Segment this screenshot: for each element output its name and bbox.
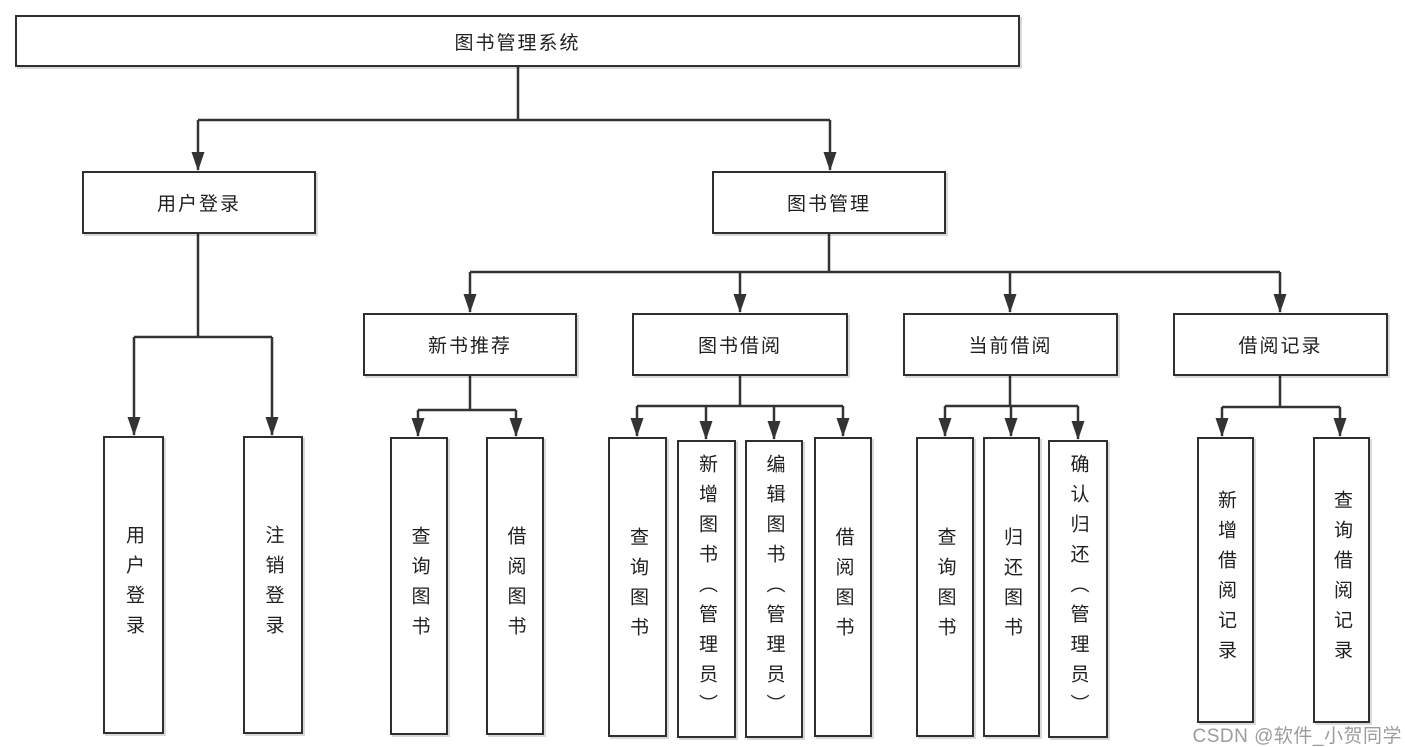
node-library-management-system: 图书管理系统 xyxy=(15,15,1020,67)
node-label: 查询借阅记录 xyxy=(1331,490,1352,670)
node-query-books-recommend: 查询图书 xyxy=(390,437,448,735)
node-borrow-books-leaf: 借阅图书 xyxy=(814,437,872,737)
node-borrow-records: 借阅记录 xyxy=(1173,313,1388,376)
edges-book-management xyxy=(463,234,1287,313)
edges-current-borrowing xyxy=(938,376,1085,440)
node-query-books-current: 查询图书 xyxy=(916,437,974,737)
edges-book-borrowing xyxy=(630,376,850,440)
edges-root xyxy=(191,67,837,171)
edges-borrow-records xyxy=(1215,376,1347,437)
node-label: 确认归还（管理员） xyxy=(1067,454,1089,724)
node-new-book-recommend: 新书推荐 xyxy=(363,313,577,376)
node-label: 借阅图书 xyxy=(832,527,854,647)
node-add-book-admin: 新增图书（管理员） xyxy=(677,440,736,738)
node-add-borrow-record: 新增借阅记录 xyxy=(1197,437,1254,723)
node-book-management: 图书管理 xyxy=(712,171,946,234)
node-logout: 注销登录 xyxy=(243,436,303,734)
edges-user-login xyxy=(127,234,279,436)
csdn-watermark: CSDN @软件_小贺同学 xyxy=(1192,726,1402,747)
node-label: 新增借阅记录 xyxy=(1215,490,1236,670)
node-label: 用户登录 xyxy=(123,525,144,645)
node-label: 借阅图书 xyxy=(504,526,526,646)
node-label: 查询图书 xyxy=(627,527,648,647)
node-book-borrowing: 图书借阅 xyxy=(632,313,848,376)
node-user-login-leaf: 用户登录 xyxy=(103,436,164,734)
node-current-borrowing: 当前借阅 xyxy=(903,313,1118,376)
node-label: 归还图书 xyxy=(1001,527,1022,647)
node-confirm-return-admin: 确认归还（管理员） xyxy=(1048,440,1108,738)
node-label: 查询图书 xyxy=(408,526,430,646)
node-label: 查询图书 xyxy=(934,527,956,647)
node-label: 新增图书（管理员） xyxy=(696,454,717,724)
node-user-login: 用户登录 xyxy=(82,171,316,234)
node-query-books-borrowing: 查询图书 xyxy=(608,437,667,737)
edges-new-book-recommend xyxy=(411,376,523,437)
node-return-books: 归还图书 xyxy=(983,437,1040,737)
node-edit-book-admin: 编辑图书（管理员） xyxy=(745,440,803,738)
node-label: 注销登录 xyxy=(262,525,284,645)
node-query-borrow-record: 查询借阅记录 xyxy=(1313,437,1370,723)
node-borrow-books-recommend: 借阅图书 xyxy=(486,437,544,735)
node-label: 编辑图书（管理员） xyxy=(763,454,785,724)
